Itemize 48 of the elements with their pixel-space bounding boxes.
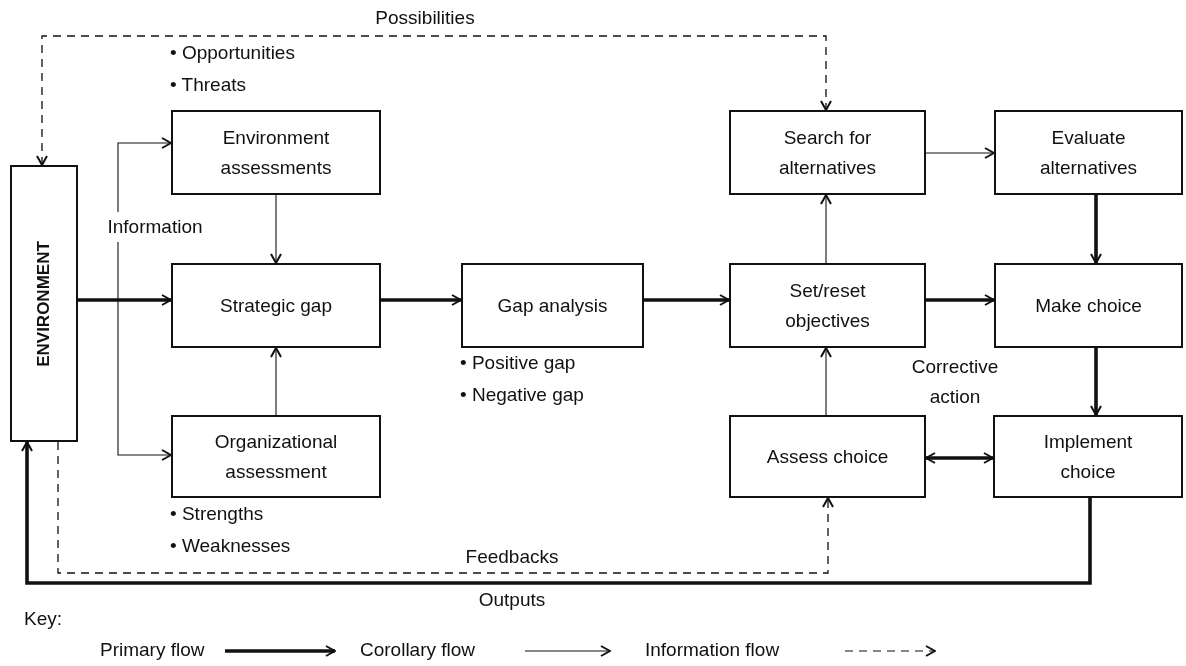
node-label: Environment assessments <box>219 125 333 180</box>
process-box <box>171 263 381 348</box>
arrow <box>820 347 832 416</box>
arrow <box>925 452 994 464</box>
bullet-item: • Weaknesses <box>170 535 291 557</box>
process-box <box>994 110 1183 195</box>
arrow <box>78 294 172 306</box>
bullet-item: • Strengths <box>170 503 264 525</box>
arrow <box>1090 195 1102 264</box>
process-box <box>171 415 381 498</box>
arrow <box>644 294 730 306</box>
dashed-arrow <box>36 35 832 166</box>
key-heading: Key: <box>24 608 63 630</box>
bullet-item: • Positive gap <box>460 352 576 374</box>
process-box <box>993 415 1183 498</box>
arrow <box>21 441 1092 585</box>
arrow <box>820 194 832 264</box>
environment-box <box>10 165 78 442</box>
arrow <box>270 194 282 264</box>
node-label: Strategic gap <box>219 293 333 318</box>
node-label: Search for alternatives <box>777 125 878 180</box>
arrow <box>925 147 995 159</box>
arrow <box>270 347 282 416</box>
node-label: Set/reset objectives <box>784 278 871 333</box>
node-label: Organizational assessment <box>213 429 339 484</box>
node-label: Assess choice <box>765 444 890 469</box>
arrow <box>77 299 172 461</box>
process-box <box>994 263 1183 348</box>
arrow <box>1090 348 1102 416</box>
arrow <box>926 294 995 306</box>
node-label: Implement choice <box>1042 429 1134 484</box>
bullet-item: • Negative gap <box>460 384 584 406</box>
dashed-arrow <box>57 441 834 574</box>
node-label: Evaluate alternatives <box>1038 125 1139 180</box>
legend-label: Primary flow <box>100 639 205 661</box>
process-box <box>729 110 926 195</box>
node-label: Gap analysis <box>496 293 609 318</box>
node-label: Make choice <box>1034 293 1143 318</box>
process-box <box>171 110 381 195</box>
legend-label: Corollary flow <box>360 639 476 661</box>
process-box <box>729 263 926 348</box>
process-box <box>729 415 926 498</box>
arrow <box>381 294 462 306</box>
process-box <box>461 263 644 348</box>
legend-label: Information flow <box>645 639 780 661</box>
bullet-item: • Threats <box>170 74 246 96</box>
node-label: ENVIRONMENT <box>34 240 54 367</box>
bullet-item: • Opportunities <box>170 42 295 64</box>
